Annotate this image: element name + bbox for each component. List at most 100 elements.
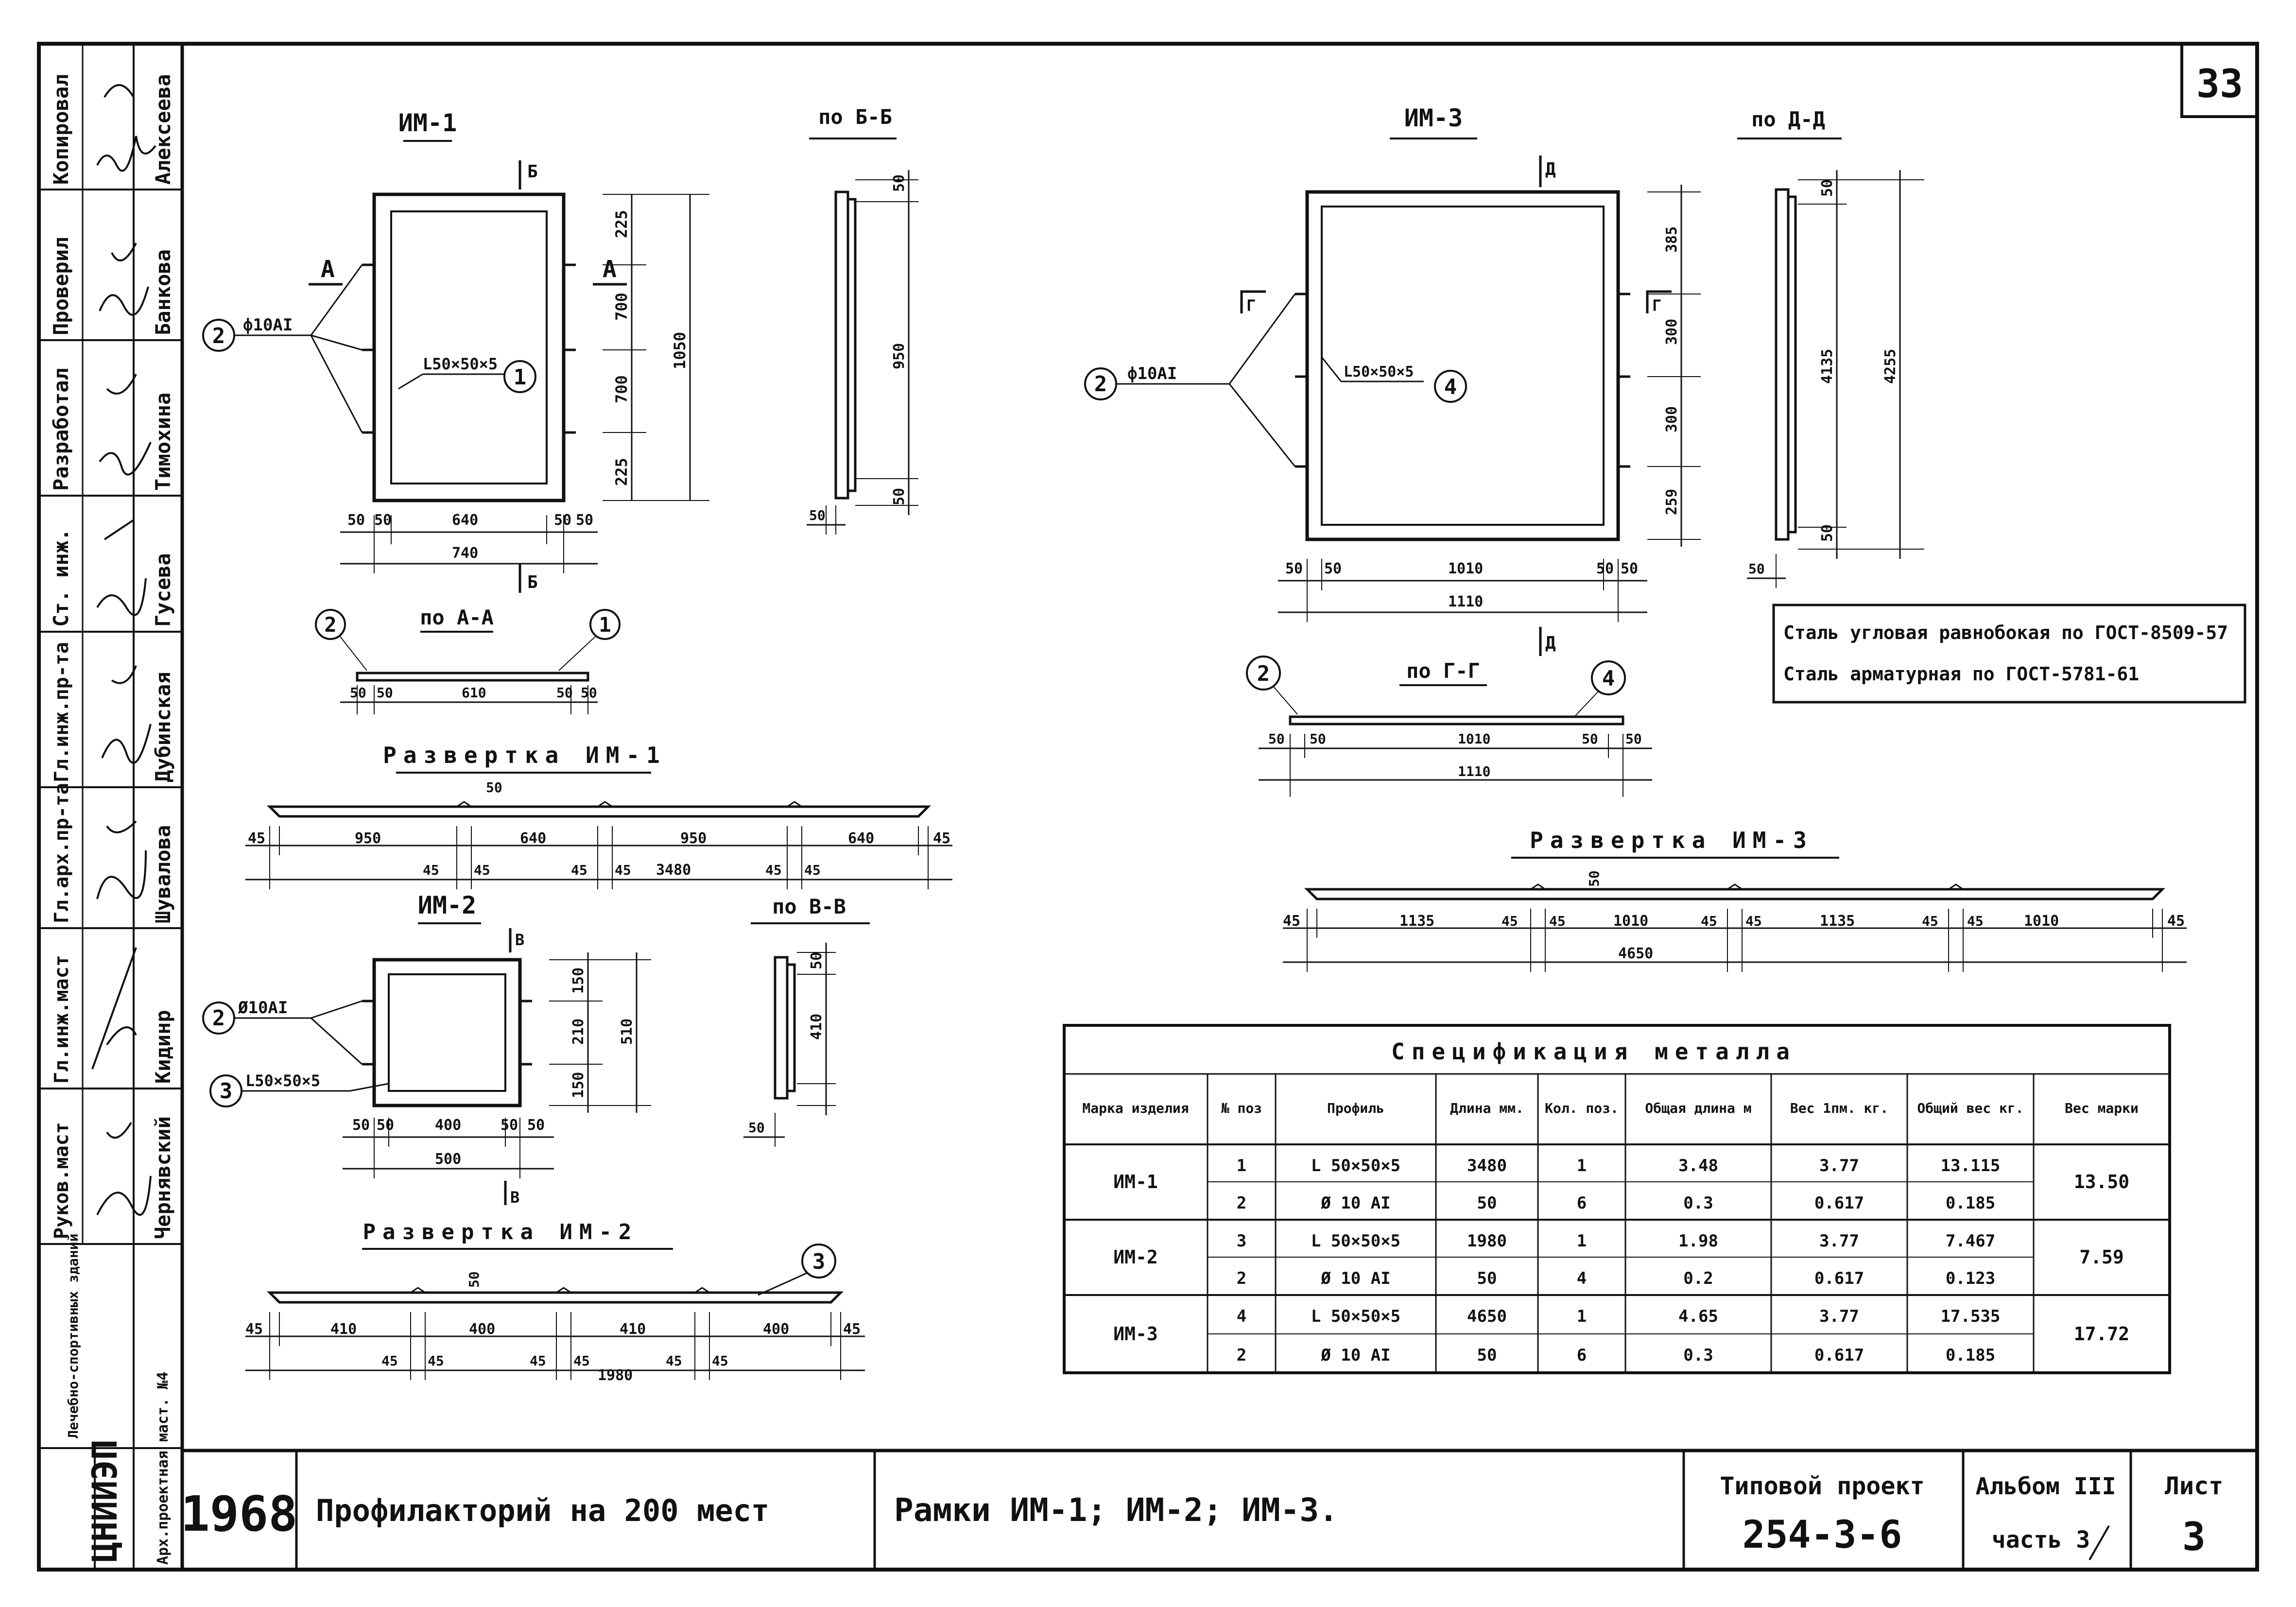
- pos-2-balloon: [1246, 656, 1281, 691]
- im2-unfold-j4: 45: [573, 1353, 590, 1369]
- im3-unfold: Развертка ИМ-3 50 45 1135 1010 1135 1010…: [1283, 827, 2187, 972]
- name-0: Алексеева: [151, 74, 175, 185]
- im3-frame-inner: [1321, 206, 1605, 526]
- spec-cell: 6: [1577, 1346, 1587, 1365]
- name-4: Дубинская: [151, 672, 175, 782]
- im3-dim-wc: 50: [1596, 560, 1614, 577]
- spec-cell: 4650: [1467, 1307, 1507, 1326]
- im2-frame-inner: [388, 973, 506, 1092]
- section-mark-g-left: Г: [1246, 296, 1256, 315]
- spec-cell: L 50×50×5: [1311, 1307, 1400, 1326]
- spec-mark: ИМ-2: [1113, 1246, 1158, 1268]
- pos-2-label: 2: [1094, 372, 1107, 397]
- im2-dim-wa: 50: [352, 1117, 370, 1134]
- im3-bar-callout: ф10АI: [1127, 364, 1177, 383]
- spec-header-unit-weight: Вес 1пм. кг.: [1790, 1100, 1888, 1116]
- role-0: Копировал: [49, 74, 73, 185]
- im2-dim-inner: 400: [435, 1117, 461, 1134]
- im2-dim-wb: 50: [377, 1117, 394, 1134]
- im3-unfold-1010b: 1010: [2024, 913, 2059, 930]
- note-rebar-steel: Сталь арматурная по ГОСТ-5781-61: [1783, 663, 2139, 685]
- notes-box: [1772, 604, 2246, 704]
- role-9: Арх.проектная маст. №4: [155, 1372, 172, 1565]
- im2-view: ИМ-2 В 2 Ø10АI 3 L50×50×5 150 210 150 51…: [202, 891, 651, 1207]
- im3-unfold-j1: 45: [1502, 913, 1518, 929]
- im3-dim-inner: 1010: [1448, 560, 1483, 577]
- im3-gg-mid: 1010: [1458, 731, 1490, 747]
- spec-cell: 6: [1577, 1193, 1587, 1213]
- im3-unfold-top: 50: [1586, 870, 1602, 887]
- im2-dim-h2: 210: [570, 1019, 587, 1045]
- im3-dim-wb: 50: [1324, 560, 1342, 577]
- section-mark-b-top: Б: [527, 162, 538, 182]
- note-angle-steel: Сталь угловая равнобокая по ГОСТ-8509-57: [1783, 622, 2228, 643]
- im3-unfold-45b: 45: [2167, 913, 2185, 930]
- spec-mark: ИМ-3: [1113, 1323, 1158, 1345]
- im3-dim-h3: 300: [1663, 406, 1680, 432]
- im3-gg-label: по Г-Г: [1406, 659, 1480, 683]
- im2-dim-wtotal: 500: [435, 1151, 461, 1168]
- spec-cell: 1: [1577, 1307, 1587, 1326]
- name-5: Шувалова: [151, 825, 175, 923]
- role-5: Гл.арх.пр-та: [51, 783, 73, 923]
- im3-dim-h2: 300: [1663, 319, 1680, 345]
- spec-cell: 0.617: [1814, 1193, 1864, 1213]
- im1-unfold-j2: 45: [474, 862, 490, 878]
- im2-unfold-400b: 400: [763, 1321, 789, 1338]
- pos-1-label: 1: [599, 613, 611, 637]
- im1-aa-1: 50: [350, 685, 366, 701]
- section-mark-b-bottom: Б: [527, 572, 538, 592]
- im1-unfold-950a: 950: [355, 830, 381, 847]
- pos-3-label: 3: [220, 1079, 233, 1104]
- spec-cell: 0.617: [1814, 1346, 1864, 1365]
- im1-aa-2: 50: [377, 685, 393, 701]
- im3-unfold-45a: 45: [1283, 913, 1300, 930]
- im1-bb-mid: 950: [891, 343, 908, 369]
- name-1: Банкова: [151, 249, 175, 335]
- spec-mark-weight: 7.59: [2079, 1246, 2124, 1268]
- im1-dim-h4: 225: [612, 458, 631, 486]
- im3-unfold-1010a: 1010: [1613, 913, 1648, 930]
- name-3: Гусева: [151, 553, 175, 627]
- pos-2-label: 2: [324, 613, 336, 637]
- spec-cell: 0.123: [1946, 1269, 1995, 1288]
- im1-aa-label: по А-А: [420, 605, 494, 629]
- spec-cell: 0.185: [1946, 1346, 1995, 1365]
- im1-dim-inner: 640: [452, 512, 478, 529]
- spec-header-profile: Профиль: [1327, 1100, 1384, 1116]
- im3-unfold-j5: 45: [1922, 913, 1938, 929]
- im2-unfold-400a: 400: [469, 1321, 495, 1338]
- section-mark-a-left: А: [321, 256, 335, 283]
- section-mark-d-top: Д: [1545, 159, 1556, 179]
- im1-bb-label: по Б-Б: [818, 105, 892, 129]
- im1-unfold-title: Развертка ИМ-1: [383, 742, 667, 768]
- im2-title: ИМ-2: [418, 891, 476, 919]
- spec-cell: L 50×50×5: [1311, 1156, 1400, 1175]
- im3-dim-wa: 50: [1285, 560, 1303, 577]
- pos-4-label: 4: [1444, 375, 1457, 399]
- im1-angle-callout: L50×50×5: [423, 355, 498, 373]
- spec-cell: 1: [1577, 1231, 1587, 1251]
- spec-cell: 1: [1237, 1156, 1246, 1175]
- title-object: Профилакторий на 200 мест: [316, 1493, 769, 1528]
- spec-header-total-length: Общая длина м: [1645, 1100, 1751, 1116]
- im3-dim-wtotal: 1110: [1448, 593, 1483, 610]
- spec-cell: Ø 10 АI: [1320, 1346, 1390, 1365]
- im1-unfold-950b: 950: [680, 830, 707, 847]
- im2-unfold-j6: 45: [712, 1353, 728, 1369]
- pos-1-balloon: [503, 360, 536, 393]
- im2-section-vv: по В-В 50 410 50: [743, 895, 870, 1147]
- im1-unfold-j1: 45: [423, 862, 439, 878]
- section-mark-a-right: А: [603, 256, 617, 283]
- im1-bb-side: 50: [809, 507, 826, 523]
- name-6: Кидинр: [151, 1010, 175, 1084]
- spec-cell: Ø 10 АI: [1320, 1193, 1390, 1213]
- im2-unfold-410b: 410: [620, 1321, 646, 1338]
- spec-cell: 0.3: [1683, 1193, 1713, 1213]
- pos-1-label: 1: [514, 365, 527, 390]
- im3-view: ИМ-3 Д Г Г 2 ф10АI L50×50×5 4: [1084, 104, 1701, 656]
- spec-cell: 1.98: [1678, 1231, 1718, 1251]
- spec-cell: Ø 10 АI: [1320, 1269, 1390, 1288]
- spec-cell: 0.3: [1683, 1346, 1713, 1365]
